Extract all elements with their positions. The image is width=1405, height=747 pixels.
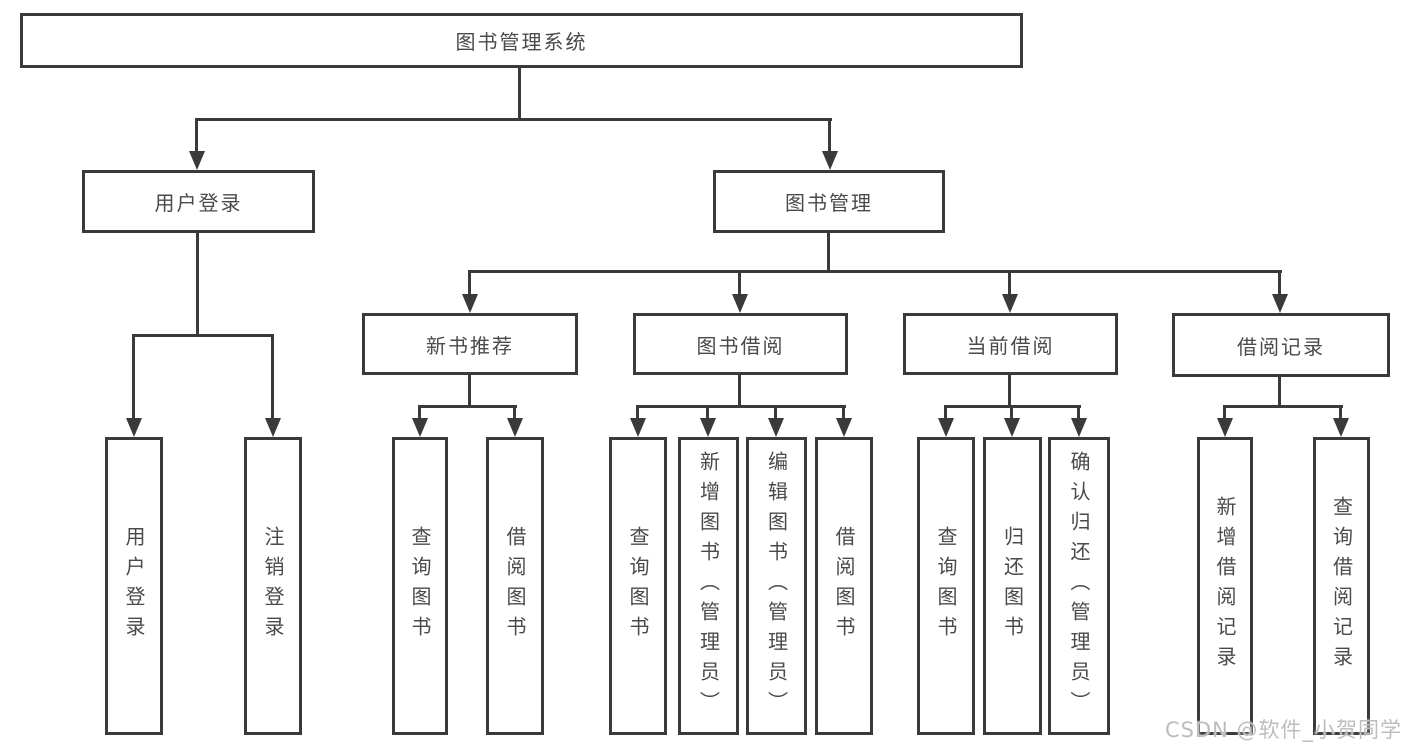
edge-new-book-recommend-bus <box>418 405 517 408</box>
leaf-rec-query-book-label: 查询图书 <box>408 526 432 646</box>
leaf-borrow-query-book: 查询图书 <box>609 437 667 735</box>
arrowhead-leaf-confirm-return <box>1071 418 1087 437</box>
leaf-borrow-query-book-label: 查询图书 <box>626 526 650 646</box>
arrowhead-leaf-rec-borrow <box>507 418 523 437</box>
csdn-watermark: CSDN @软件_小贺同学 <box>1164 718 1402 742</box>
arrowhead-leaf-current-query <box>938 418 954 437</box>
arrowhead-leaf-add-record <box>1217 418 1233 437</box>
edge-to-leaf-query-record <box>1339 405 1342 420</box>
edge-to-leaf-logout <box>271 334 274 419</box>
edge-book-management-stem <box>827 233 830 273</box>
leaf-borrow-book-label: 借阅图书 <box>832 526 856 646</box>
edge-to-book-management <box>828 118 831 152</box>
leaf-user-login: 用户登录 <box>105 437 163 735</box>
edge-borrow-records-bus <box>1223 405 1343 408</box>
arrowhead-leaf-borrow-query <box>630 418 646 437</box>
arrowhead-leaf-user-login <box>126 418 142 437</box>
node-root-label: 图书管理系统 <box>455 30 588 54</box>
edge-to-user-login <box>195 118 198 152</box>
arrowhead-borrow-records <box>1272 294 1288 313</box>
edge-to-leaf-add-book <box>706 405 709 420</box>
leaf-rec-borrow-book: 借阅图书 <box>486 437 544 735</box>
arrowhead-current-borrow <box>1002 294 1018 313</box>
leaf-add-borrow-record-label: 新增借阅记录 <box>1213 496 1237 676</box>
edge-to-current-borrow <box>1008 270 1011 295</box>
arrowhead-leaf-return-book <box>1004 418 1020 437</box>
node-new-book-recommend: 新书推荐 <box>362 313 578 375</box>
node-book-borrow: 图书借阅 <box>633 313 848 375</box>
leaf-return-book-label: 归还图书 <box>1000 526 1025 646</box>
node-current-borrow: 当前借阅 <box>903 313 1118 375</box>
edge-to-book-borrow <box>738 270 741 295</box>
edge-borrow-records-stem <box>1278 377 1281 407</box>
edge-to-leaf-return-book <box>1010 405 1013 420</box>
arrowhead-book-management <box>822 151 838 170</box>
node-current-borrow-label: 当前借阅 <box>966 333 1055 358</box>
node-user-login-label: 用户登录 <box>154 191 243 215</box>
leaf-current-query-book-label: 查询图书 <box>934 526 958 646</box>
node-new-book-recommend-label: 新书推荐 <box>426 333 514 358</box>
leaf-edit-book-admin: 编辑图书（管理员） <box>746 437 807 735</box>
edge-to-leaf-borrow-book <box>842 405 845 420</box>
edge-current-borrow-stem <box>1008 375 1011 407</box>
leaf-add-borrow-record: 新增借阅记录 <box>1197 437 1253 735</box>
edge-to-leaf-borrow-query <box>636 405 639 420</box>
arrowhead-new-book-recommend <box>462 294 478 313</box>
edge-user-login-bus <box>132 334 274 337</box>
edge-to-new-book-recommend <box>468 270 471 295</box>
leaf-query-borrow-record: 查询借阅记录 <box>1313 437 1370 735</box>
edge-root-stem <box>518 68 521 120</box>
arrowhead-leaf-add-book <box>700 418 716 437</box>
leaf-confirm-return-admin-label: 确认归还（管理员） <box>1067 451 1091 721</box>
leaf-add-book-admin: 新增图书（管理员） <box>678 437 739 735</box>
node-user-login: 用户登录 <box>82 170 315 233</box>
node-borrow-records-label: 借阅记录 <box>1237 334 1325 359</box>
leaf-return-book: 归还图书 <box>983 437 1042 735</box>
node-book-management-label: 图书管理 <box>785 191 873 215</box>
arrowhead-leaf-rec-query <box>412 418 428 437</box>
edge-to-leaf-rec-query <box>418 405 421 420</box>
edge-to-leaf-current-query <box>944 405 947 420</box>
arrowhead-book-borrow <box>732 294 748 313</box>
edge-root-bus <box>196 118 832 121</box>
leaf-confirm-return-admin: 确认归还（管理员） <box>1048 437 1110 735</box>
edge-book-borrow-stem <box>738 375 741 407</box>
leaf-rec-query-book: 查询图书 <box>392 437 448 735</box>
arrowhead-leaf-borrow-book <box>836 418 852 437</box>
leaf-query-borrow-record-label: 查询借阅记录 <box>1329 496 1354 676</box>
edge-new-book-recommend-stem <box>468 375 471 407</box>
edge-to-leaf-edit-book <box>774 405 777 420</box>
node-root: 图书管理系统 <box>20 13 1023 68</box>
edge-to-leaf-user-login <box>132 334 135 419</box>
edge-user-login-stem <box>196 233 199 336</box>
edge-to-leaf-add-record <box>1223 405 1226 420</box>
leaf-user-login-label: 用户登录 <box>122 526 146 646</box>
arrowhead-leaf-logout <box>265 418 281 437</box>
edge-to-leaf-confirm-return <box>1077 405 1080 420</box>
leaf-logout-label: 注销登录 <box>261 526 285 646</box>
edge-book-borrow-bus <box>636 405 846 408</box>
leaf-borrow-book: 借阅图书 <box>815 437 873 735</box>
leaf-edit-book-admin-label: 编辑图书（管理员） <box>764 451 789 721</box>
edge-to-leaf-rec-borrow <box>513 405 516 420</box>
node-book-management: 图书管理 <box>713 170 945 233</box>
arrowhead-leaf-query-record <box>1333 418 1349 437</box>
leaf-current-query-book: 查询图书 <box>917 437 975 735</box>
leaf-rec-borrow-book-label: 借阅图书 <box>503 526 527 646</box>
arrowhead-user-login <box>189 151 205 170</box>
leaf-logout: 注销登录 <box>244 437 302 735</box>
node-borrow-records: 借阅记录 <box>1172 313 1390 377</box>
edge-book-management-bus <box>468 270 1282 273</box>
node-book-borrow-label: 图书借阅 <box>696 333 785 358</box>
edge-to-borrow-records <box>1278 270 1281 295</box>
leaf-add-book-admin-label: 新增图书（管理员） <box>696 451 721 721</box>
arrowhead-leaf-edit-book <box>768 418 784 437</box>
